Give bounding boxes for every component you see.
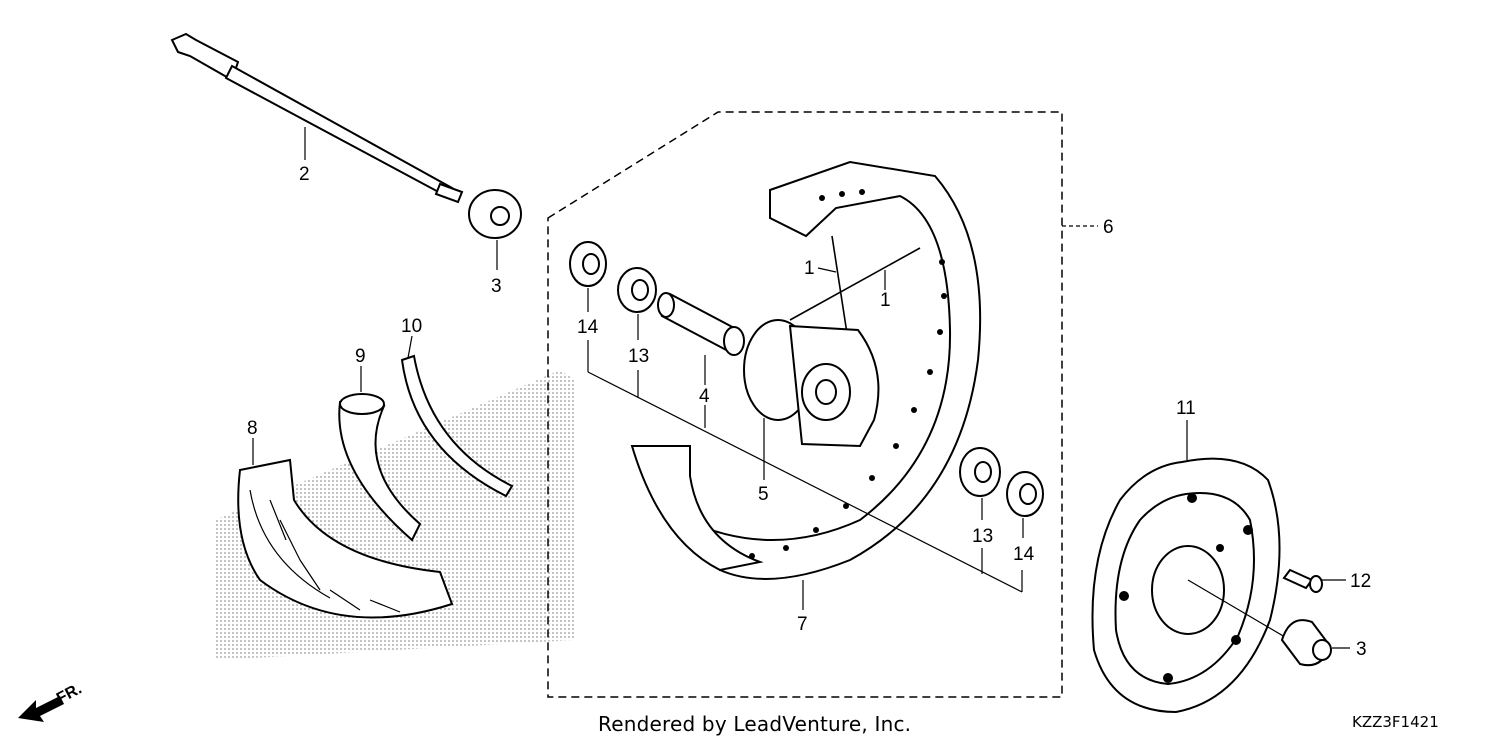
callout-12: 12 bbox=[1350, 571, 1371, 592]
callout-2: 2 bbox=[299, 164, 310, 185]
axle-part bbox=[170, 32, 464, 204]
collar-part-lower bbox=[1280, 619, 1332, 667]
callout-9: 9 bbox=[355, 346, 366, 367]
collar-part-upper bbox=[468, 189, 522, 239]
bearing-part-left bbox=[617, 267, 657, 313]
callout-14-right: 14 bbox=[1013, 544, 1035, 565]
tube-part bbox=[338, 393, 422, 542]
callout-1a: 1 bbox=[804, 258, 815, 279]
callout-4: 4 bbox=[699, 386, 710, 407]
rim-band-part bbox=[400, 354, 514, 498]
rim-part bbox=[630, 160, 982, 580]
callout-10: 10 bbox=[401, 316, 422, 337]
callout-8: 8 bbox=[247, 418, 258, 439]
callout-7: 7 bbox=[797, 614, 808, 635]
distance-collar-part bbox=[657, 292, 745, 356]
diagram-code: KZZ3F1421 bbox=[1352, 713, 1439, 731]
assembly-dashed-box bbox=[547, 111, 1063, 698]
axis-lines bbox=[587, 340, 1023, 593]
oil-seal-part-right bbox=[1006, 471, 1044, 517]
hub-part bbox=[743, 319, 880, 448]
front-direction-arrow-icon bbox=[18, 696, 64, 722]
tire-part bbox=[237, 458, 454, 619]
callout-5: 5 bbox=[758, 484, 769, 505]
oil-seal-part-left bbox=[569, 241, 607, 287]
bolt-part bbox=[1282, 568, 1323, 593]
callout-3-lower: 3 bbox=[1356, 639, 1367, 660]
callout-3-upper: 3 bbox=[491, 276, 502, 297]
callout-13-left: 13 bbox=[628, 346, 649, 367]
spokes-part bbox=[789, 235, 921, 341]
callout-13-right: 13 bbox=[972, 526, 993, 547]
credit-text: Rendered by LeadVenture, Inc. bbox=[598, 712, 912, 736]
bearing-part-right bbox=[959, 447, 1001, 497]
callout-6: 6 bbox=[1103, 217, 1114, 238]
brake-disc-part bbox=[1091, 457, 1281, 714]
callout-14-left: 14 bbox=[577, 317, 599, 338]
callout-11: 11 bbox=[1176, 398, 1196, 419]
callout-1b: 1 bbox=[880, 290, 891, 311]
